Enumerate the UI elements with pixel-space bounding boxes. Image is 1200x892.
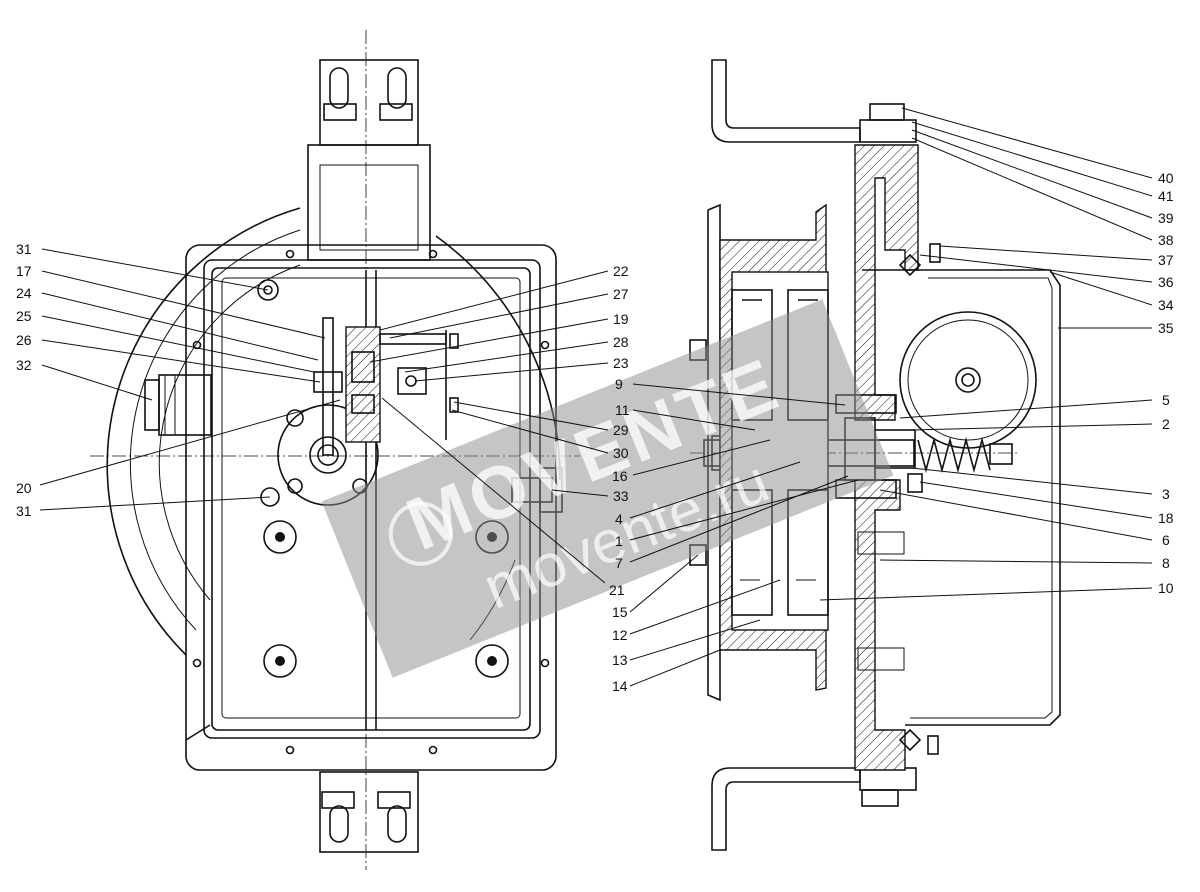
callout-22: 22 [613,263,629,279]
housing-screws [192,249,550,755]
gear-wheel [899,311,1037,449]
callout-9: 9 [615,376,623,392]
callout-35: 35 [1158,320,1174,336]
callout-33: 33 [613,488,629,504]
callout-2: 2 [1162,416,1170,432]
callout-20: 20 [16,480,32,496]
callout-17: 17 [16,263,32,279]
callout-29: 29 [613,422,629,438]
callout-18: 18 [1158,510,1174,526]
callout-3: 3 [1162,486,1170,502]
callout-39: 39 [1158,210,1174,226]
callout-32: 32 [16,357,32,373]
callout-1: 1 [615,533,623,549]
callout-30: 30 [613,445,629,461]
watermark-logo-icon [388,501,453,566]
callout-26: 26 [16,332,32,348]
callout-24: 24 [16,285,32,301]
bottom-bracket [319,771,419,853]
callout-labels: 31 17 24 25 26 32 20 31 22 27 19 28 23 2… [16,170,1174,694]
callout-31-upper: 31 [16,241,32,257]
callout-25: 25 [16,308,32,324]
drum-outline [106,207,301,656]
callout-23: 23 [613,355,629,371]
callout-38: 38 [1158,232,1174,248]
callout-37: 37 [1158,252,1174,268]
callout-12: 12 [612,627,628,643]
leader-lines [39,107,1153,687]
callout-40: 40 [1158,170,1174,186]
callout-11: 11 [615,402,630,418]
side-fitting-32 [144,374,212,436]
callout-6: 6 [1162,532,1170,548]
callout-21: 21 [609,582,625,598]
callout-31-lower: 31 [16,503,32,519]
callout-27: 27 [613,286,629,302]
callout-13: 13 [612,652,628,668]
callout-41: 41 [1158,188,1174,204]
callout-5: 5 [1162,392,1170,408]
callout-28: 28 [613,334,629,350]
callout-10: 10 [1158,580,1174,596]
callout-36: 36 [1158,274,1174,290]
callout-19: 19 [613,311,629,327]
spring [917,436,1013,474]
callout-7: 7 [615,555,623,571]
callout-34: 34 [1158,297,1174,313]
callout-15: 15 [612,604,628,620]
callout-8: 8 [1162,555,1170,571]
watermark-band [321,299,894,678]
callout-16: 16 [612,468,628,484]
callout-4: 4 [615,511,623,527]
top-bracket [307,59,431,261]
callout-14: 14 [612,678,628,694]
